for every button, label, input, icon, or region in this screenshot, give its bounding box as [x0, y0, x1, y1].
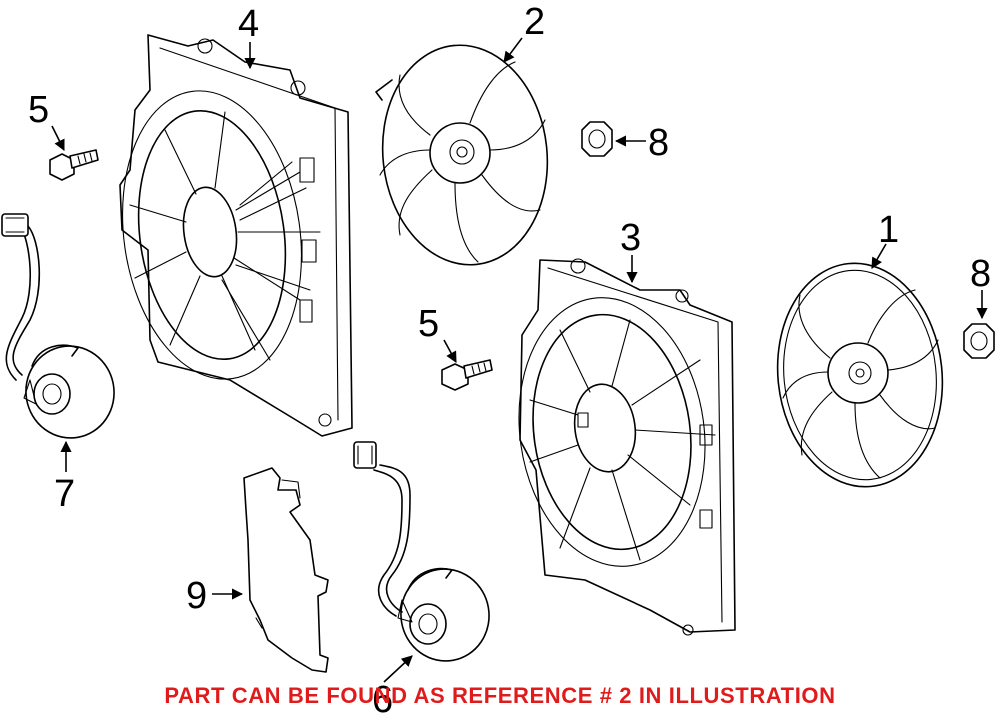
fan-shroud-left	[119, 34, 353, 437]
nut-upper	[581, 121, 613, 157]
callout-8-upper: 8	[648, 122, 669, 164]
callout-5-middle: 5	[418, 303, 439, 345]
callout-7: 7	[54, 473, 75, 515]
fan-blade-right	[776, 262, 944, 488]
shroud-bracket	[243, 467, 329, 673]
callout-9: 9	[186, 575, 207, 617]
fan-motor-left	[1, 213, 115, 439]
reference-note: PART CAN BE FOUND AS REFERENCE # 2 IN IL…	[164, 683, 836, 708]
callout-leaders	[51, 37, 988, 683]
callout-5-upper: 5	[28, 89, 49, 131]
callout-1: 1	[878, 209, 899, 251]
nut-right	[963, 323, 995, 359]
fan-motor-right	[353, 441, 490, 662]
fan-blade-left	[375, 44, 549, 266]
bolt-upper-left	[49, 149, 99, 181]
bolt-middle	[441, 359, 493, 391]
callout-6: 6	[372, 679, 393, 717]
callout-3: 3	[620, 217, 641, 259]
callout-2: 2	[524, 1, 545, 43]
fan-shroud-right	[518, 258, 736, 636]
callout-8-right: 8	[970, 253, 991, 295]
callout-4: 4	[238, 3, 259, 45]
